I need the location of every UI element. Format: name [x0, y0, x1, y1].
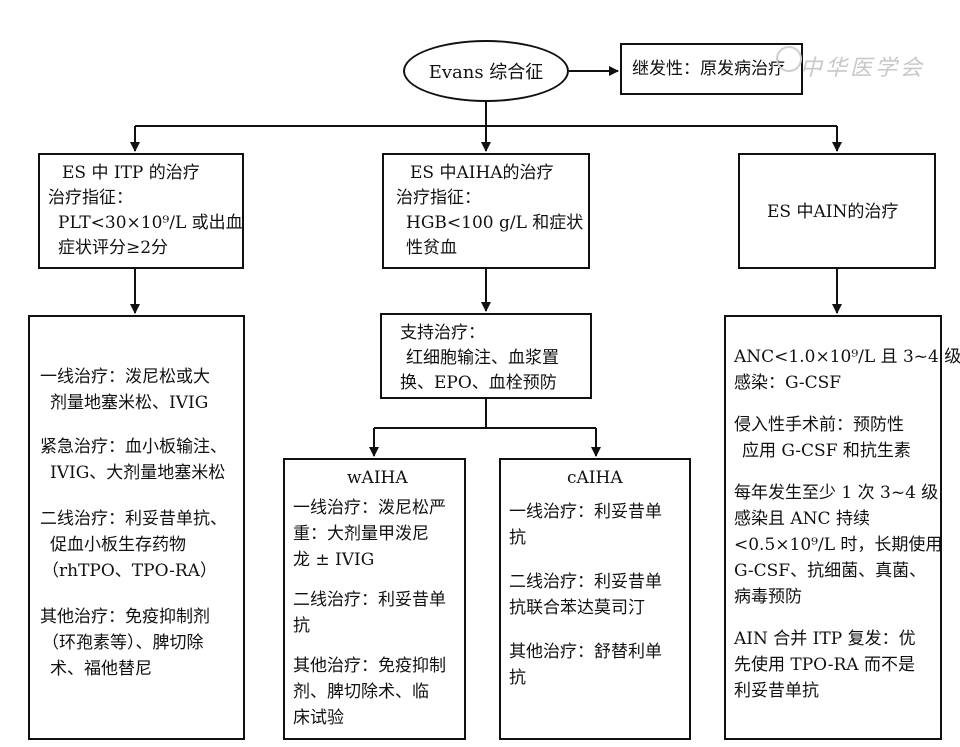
- support-line: 换、EPO、血栓预防: [400, 373, 557, 393]
- itp-node: ES 中 ITP 的治疗 治疗指征： PLT<30×10⁹/L 或出血 症状评分…: [38, 153, 244, 269]
- secondary-node: 继发性：原发病治疗: [620, 43, 803, 95]
- ain-longterm-line: 感染且 ANC 持续: [734, 509, 870, 529]
- caiha-other: 其他治疗：舒替利单: [509, 642, 662, 662]
- ain-surgery-line: 侵入性手术前：预防性: [734, 415, 904, 435]
- aiha-indication-label: 治疗指征：: [396, 188, 481, 208]
- itp-treatments: 一线治疗：泼尼松或大 剂量地塞米松、IVIG 紧急治疗：血小板输注、 IVIG、…: [28, 315, 245, 740]
- caiha-first-line: 一线治疗：利妥昔单: [509, 502, 662, 522]
- aiha-node: ES 中AIHA的治疗 治疗指征： HGB<100 g/L 和症状 性贫血: [382, 153, 590, 269]
- support-label: 支持治疗：: [400, 323, 485, 343]
- itp-indication-label: 治疗指征：: [48, 188, 133, 208]
- ain-anc-line: 感染：G-CSF: [734, 373, 842, 393]
- ain-longterm-line: 病毒预防: [734, 587, 802, 607]
- ain-title: ES 中AIN的治疗: [767, 202, 899, 222]
- ain-longterm-line: <0.5×10⁹/L 时，长期使用: [734, 535, 943, 555]
- itp-second-line: 促血小板生存药物: [50, 535, 186, 555]
- waiha-first-line: 一线治疗：泼尼松严: [293, 498, 446, 518]
- waiha-other: 剂、脾切除术、临: [293, 682, 429, 702]
- waiha-title: wAIHA: [347, 468, 408, 488]
- watermark: 中华医学会: [800, 56, 926, 81]
- caiha-node: cAIHA 一线治疗：利妥昔单 抗 二线治疗：利妥昔单 抗联合苯达莫司汀 其他治…: [499, 458, 691, 740]
- itp-second-line: 二线治疗：利妥昔单抗、: [40, 509, 227, 529]
- ain-relapse-line: 先使用 TPO-RA 而不是: [734, 655, 915, 675]
- root-label: Evans 综合征: [428, 62, 544, 83]
- root-node: Evans 综合征: [403, 40, 569, 102]
- aiha-indication-line: HGB<100 g/L 和症状: [406, 213, 584, 233]
- support-line: 红细胞输注、血浆置: [406, 348, 559, 368]
- caiha-title: cAIHA: [567, 468, 623, 488]
- ain-relapse-line: AIN 合并 ITP 复发：优: [734, 629, 916, 649]
- caiha-other: 抗: [509, 668, 526, 688]
- caiha-second-line: 抗联合苯达莫司汀: [509, 598, 645, 618]
- itp-first-line: 剂量地塞米松、IVIG: [50, 393, 209, 413]
- ain-longterm-line: G-CSF、抗细菌、真菌、: [734, 561, 927, 581]
- aiha-support-node: 支持治疗： 红细胞输注、血浆置 换、EPO、血栓预防: [380, 313, 592, 399]
- ain-node: ES 中AIN的治疗: [738, 153, 936, 269]
- itp-indication-line: 症状评分≥2分: [58, 238, 169, 258]
- waiha-second-line: 二线治疗：利妥昔单: [293, 590, 446, 610]
- waiha-other: 其他治疗：免疫抑制: [293, 656, 446, 676]
- itp-second-line: （rhTPO、TPO-RA）: [42, 561, 217, 581]
- itp-emergency: 紧急治疗：血小板输注、: [40, 437, 227, 457]
- waiha-other: 床试验: [293, 708, 344, 728]
- itp-other: 术、福他替尼: [50, 659, 152, 679]
- itp-other: （环孢素等）、脾切除: [42, 633, 204, 653]
- waiha-second-line: 抗: [293, 616, 310, 636]
- caiha-second-line: 二线治疗：利妥昔单: [509, 572, 662, 592]
- caiha-first-line: 抗: [509, 528, 526, 548]
- ain-anc-line: ANC<1.0×10⁹/L 且 3~4 级: [734, 347, 960, 367]
- waiha-first-line: 龙 ± IVIG: [293, 550, 375, 570]
- itp-indication-line: PLT<30×10⁹/L 或出血: [58, 213, 243, 233]
- aiha-indication-line: 性贫血: [406, 238, 457, 258]
- aiha-title: ES 中AIHA的治疗: [410, 163, 554, 183]
- ain-surgery-line: 应用 G-CSF 和抗生素: [742, 441, 911, 461]
- ain-relapse-line: 利妥昔单抗: [734, 681, 819, 701]
- ain-longterm-line: 每年发生至少 1 次 3~4 级: [734, 483, 939, 503]
- itp-other: 其他治疗：免疫抑制剂: [40, 607, 210, 627]
- waiha-first-line: 重：大剂量甲泼尼: [293, 524, 429, 544]
- itp-first-line: 一线治疗：泼尼松或大: [40, 367, 210, 387]
- watermark-logo-icon: [776, 46, 802, 72]
- ain-treatments: ANC<1.0×10⁹/L 且 3~4 级 感染：G-CSF 侵入性手术前：预防…: [724, 315, 960, 740]
- itp-emergency: IVIG、大剂量地塞米松: [50, 463, 226, 483]
- secondary-label: 继发性：原发病治疗: [632, 59, 785, 79]
- itp-title: ES 中 ITP 的治疗: [62, 163, 200, 183]
- waiha-node: wAIHA 一线治疗：泼尼松严 重：大剂量甲泼尼 龙 ± IVIG 二线治疗：利…: [283, 458, 466, 740]
